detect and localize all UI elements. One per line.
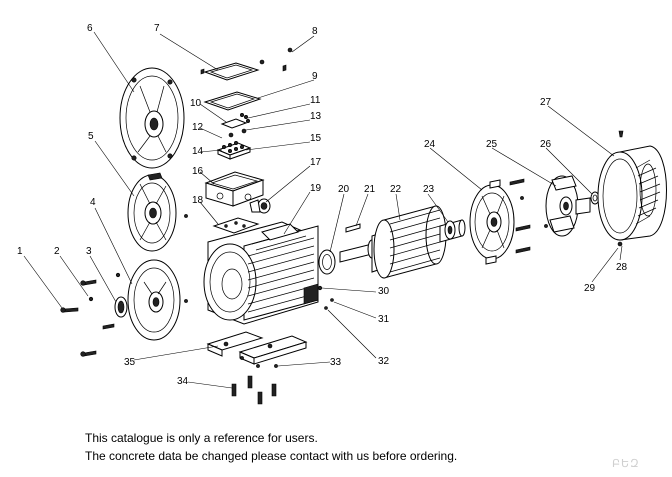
callout-17: 17 <box>310 157 322 168</box>
callout-7: 7 <box>154 23 160 34</box>
callout-10: 10 <box>190 98 202 109</box>
bolts-left <box>60 214 188 357</box>
callout-20: 20 <box>338 184 350 195</box>
flange-plate <box>119 67 185 169</box>
terminal-box-base <box>204 171 265 207</box>
nameplate-rivets <box>317 285 334 310</box>
callout-21: 21 <box>364 184 376 195</box>
wave-washer <box>318 249 336 275</box>
callout-12: 12 <box>192 122 204 133</box>
gasket <box>203 91 262 111</box>
bearing <box>444 220 456 240</box>
callout-33: 33 <box>330 357 342 368</box>
callout-3: 3 <box>86 246 92 257</box>
callout-23: 23 <box>423 184 435 195</box>
stator-housing <box>203 221 319 325</box>
callout-32: 32 <box>378 356 390 367</box>
fan-cover <box>597 130 667 247</box>
callout-26: 26 <box>540 139 552 150</box>
callout-16: 16 <box>192 166 204 177</box>
rotor <box>339 205 466 279</box>
terminal-block <box>216 113 252 160</box>
callout-25: 25 <box>486 139 498 150</box>
callout-35: 35 <box>124 357 136 368</box>
catalogue-note-line-2: The concrete data be changed please cont… <box>85 449 458 463</box>
mounting-feet <box>206 331 308 365</box>
callout-14: 14 <box>192 146 204 157</box>
callout-2: 2 <box>54 246 60 257</box>
terminal-box-cover <box>200 47 293 81</box>
callout-30: 30 <box>378 286 390 297</box>
rear-end-shield-right <box>469 178 531 265</box>
rear-end-shield <box>127 259 181 341</box>
callout-6: 6 <box>87 23 93 34</box>
shaft-key <box>345 223 361 233</box>
callout-28: 28 <box>616 262 628 273</box>
watermark: ԲԵԶ <box>612 458 640 470</box>
callout-9: 9 <box>312 71 318 82</box>
callout-15: 15 <box>310 133 322 144</box>
callout-5: 5 <box>88 131 94 142</box>
cable-gland <box>249 198 271 214</box>
catalogue-note-line-1: This catalogue is only a reference for u… <box>85 431 318 445</box>
leader-lines <box>23 31 623 389</box>
callout-18: 18 <box>192 195 204 206</box>
callout-19: 19 <box>310 183 322 194</box>
callout-8: 8 <box>312 26 318 37</box>
callout-24: 24 <box>424 139 436 150</box>
callout-11: 11 <box>310 95 321 106</box>
callout-34: 34 <box>177 376 189 387</box>
callout-4: 4 <box>90 197 96 208</box>
foot-bolts <box>231 356 278 405</box>
callout-29: 29 <box>584 283 596 294</box>
bearing-cap-ring <box>114 296 128 318</box>
callout-31: 31 <box>378 314 390 325</box>
callout-labels: 1 2 3 4 5 6 7 8 9 10 11 12 13 14 15 16 1… <box>17 23 628 387</box>
box-seal <box>212 217 260 234</box>
callout-13: 13 <box>310 111 322 122</box>
cooling-fan <box>544 175 591 237</box>
callout-1: 1 <box>17 246 23 257</box>
front-end-shield <box>127 172 177 252</box>
callout-27: 27 <box>540 97 552 108</box>
callout-22: 22 <box>390 184 402 195</box>
